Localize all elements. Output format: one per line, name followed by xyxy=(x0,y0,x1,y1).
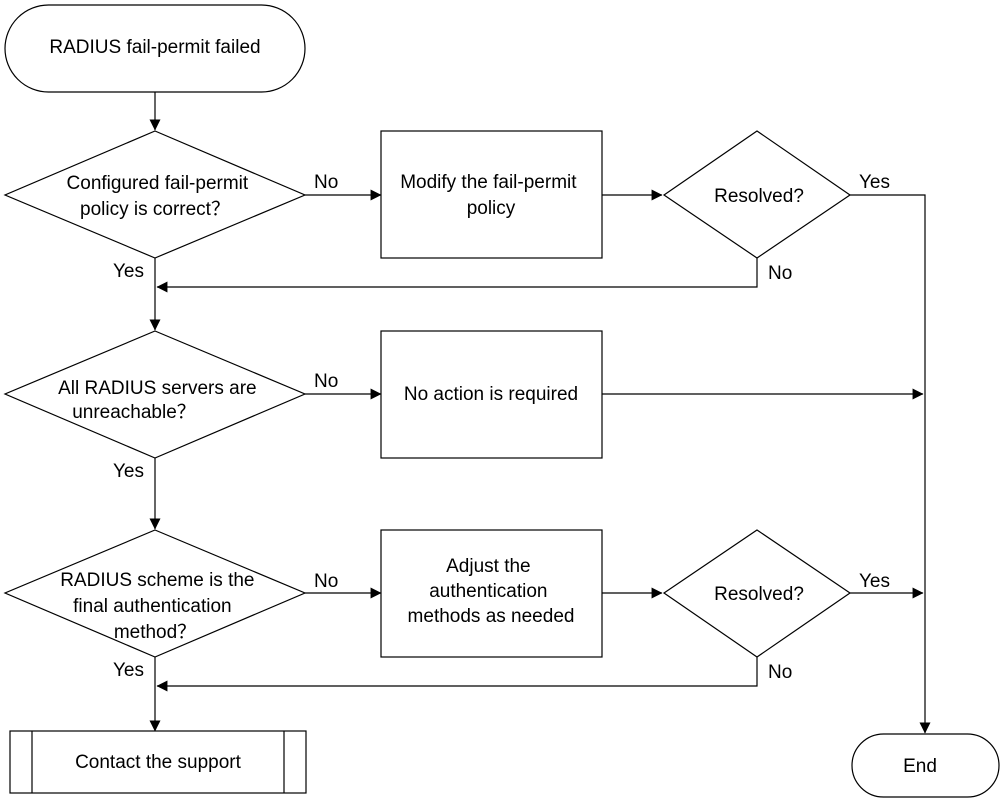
resolved2-yes-label: Yes xyxy=(859,571,890,592)
node-modify-policy: Modify the fail-permit policy xyxy=(380,130,603,259)
q3-no-label: No xyxy=(314,571,338,592)
support-predefined-process xyxy=(9,730,307,794)
q1-no-label: No xyxy=(314,172,338,193)
svg-text:End: End xyxy=(903,756,937,777)
support-label: Contact the support xyxy=(75,752,242,773)
no-action-process xyxy=(380,330,603,459)
q3-label-line2: final authentication xyxy=(73,596,231,617)
svg-text:Adjust the authenticatio: Adjust the authentication methods as nee… xyxy=(408,556,575,627)
resolved1-yes-label: Yes xyxy=(859,172,890,193)
adjust-label-line1: Adjust the xyxy=(446,556,531,577)
node-q3: RADIUS scheme is the final authenticatio… xyxy=(3,529,307,658)
node-q1: Configured fail-permit policy is correct… xyxy=(3,130,307,259)
node-adjust: Adjust the authentication methods as nee… xyxy=(380,529,603,658)
node-resolved1: Resolved? xyxy=(662,130,852,259)
arrow-resolved2-no xyxy=(156,657,758,692)
svg-text:Modify the fail-permit p: Modify the fail-permit policy xyxy=(400,172,582,219)
adjust-label-line2: authentication xyxy=(429,581,547,602)
no-action-label: No action is required xyxy=(404,384,578,405)
start-terminator xyxy=(4,4,306,93)
node-q2: All RADIUS servers are unreachable？ xyxy=(3,330,307,459)
q3-yes-label: Yes xyxy=(113,660,144,681)
svg-text:RADIUS scheme is the fin: RADIUS scheme is the final authenticatio… xyxy=(60,570,260,643)
connectors xyxy=(149,92,931,734)
arrow-resolved1-no xyxy=(156,258,758,293)
svg-text:Configured fail-permit p: Configured fail-permit policy is correct… xyxy=(67,173,254,220)
start-label: RADIUS fail-permit failed xyxy=(49,37,260,58)
modify-policy-label-line2: policy xyxy=(467,198,516,219)
modify-policy-label-line1: Modify the fail-permit xyxy=(400,172,577,193)
node-no-action: No action is required xyxy=(380,330,603,459)
q2-decision xyxy=(3,330,307,459)
q1-label-line2: policy is correct？ xyxy=(80,199,230,220)
resolved1-no-label: No xyxy=(768,263,792,284)
svg-text:Contact the support: Contact the support xyxy=(75,752,242,773)
edge-labels: No Yes Yes No No Yes No Yes Yes No xyxy=(113,172,890,683)
q2-no-label: No xyxy=(314,371,338,392)
q3-label-line3: method？ xyxy=(114,622,196,643)
modify-policy-process xyxy=(380,130,603,259)
end-terminator xyxy=(851,733,1000,798)
q2-yes-label: Yes xyxy=(113,461,144,482)
adjust-label-line3: methods as needed xyxy=(408,606,575,627)
q2-label-line2: unreachable？ xyxy=(72,402,196,423)
svg-text:All RADIUS servers are u: All RADIUS servers are unreachable？ xyxy=(58,378,262,423)
node-start: RADIUS fail-permit failed xyxy=(4,4,306,93)
resolved2-decision xyxy=(662,529,852,658)
svg-text:Resolved?: Resolved? xyxy=(714,186,804,207)
q2-label-line1: All RADIUS servers are xyxy=(58,378,257,399)
resolved2-no-label: No xyxy=(768,662,792,683)
resolved1-label: Resolved? xyxy=(714,186,804,207)
node-resolved2: Resolved? xyxy=(662,529,852,658)
svg-text:RADIUS fail-permit failed: RADIUS fail-permit failed xyxy=(49,37,260,58)
q3-label-line1: RADIUS scheme is the xyxy=(60,570,254,591)
svg-text:No action is required: No action is required xyxy=(404,384,578,405)
end-label: End xyxy=(903,756,937,777)
arrow-resolved1-yes-to-end xyxy=(850,194,931,734)
adjust-process xyxy=(380,529,603,658)
svg-text:Resolved?: Resolved? xyxy=(714,584,804,605)
node-end: End xyxy=(851,733,1000,798)
q1-label-line1: Configured fail-permit xyxy=(67,173,249,194)
node-support: Contact the support xyxy=(9,730,307,794)
q3-decision xyxy=(3,529,307,658)
resolved1-decision xyxy=(662,130,852,259)
q1-yes-label: Yes xyxy=(113,261,144,282)
q1-decision xyxy=(3,130,307,259)
resolved2-label: Resolved? xyxy=(714,584,804,605)
